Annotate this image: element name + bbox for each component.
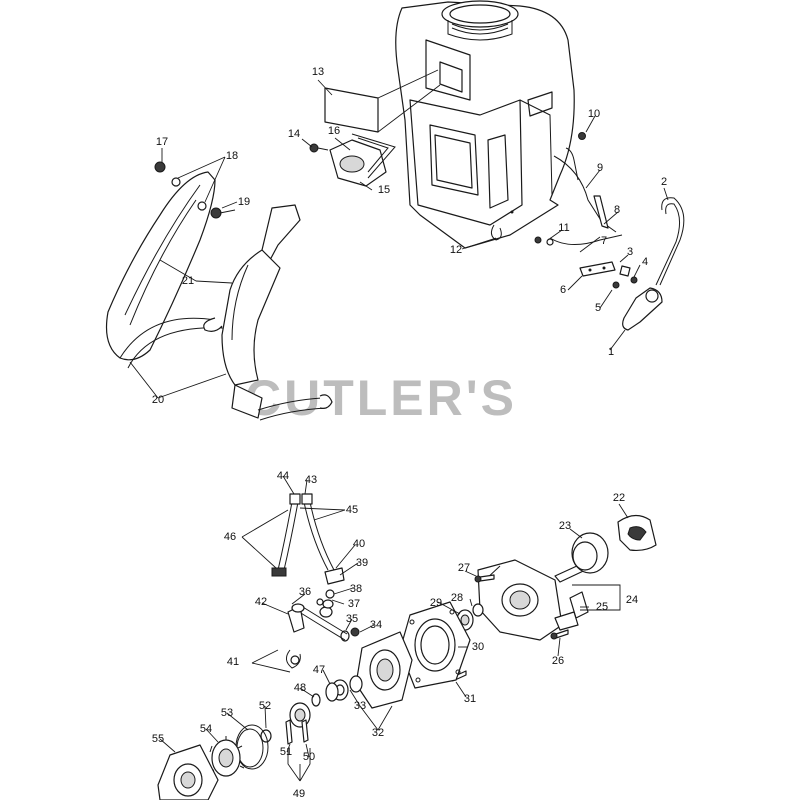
callout-40: 40	[353, 538, 365, 550]
callout-46: 46	[224, 531, 236, 543]
callout-9: 9	[597, 162, 603, 174]
gear-housing	[331, 631, 413, 709]
callout-7: 7	[601, 235, 607, 247]
callout-numbers: 1234567891011121314151617181920212223242…	[152, 66, 667, 800]
callout-2: 2	[661, 176, 667, 188]
callout-41: 41	[227, 656, 239, 668]
gasket-plate	[399, 601, 471, 689]
callout-42: 42	[255, 596, 267, 608]
callout-3: 3	[627, 246, 633, 258]
callout-30: 30	[472, 641, 484, 653]
callout-13: 13	[312, 66, 324, 78]
callout-33: 33	[354, 700, 366, 712]
callout-50: 50	[303, 751, 315, 763]
callout-8: 8	[614, 204, 620, 216]
bolts	[448, 574, 569, 682]
callout-28: 28	[451, 592, 463, 604]
callout-39: 39	[356, 557, 368, 569]
tank	[395, 0, 575, 249]
callout-36: 36	[299, 586, 311, 598]
watermark-text: CUTLER'S	[245, 370, 517, 426]
callout-16: 16	[328, 125, 340, 137]
hose-clip	[286, 649, 301, 669]
leader-lines	[129, 79, 669, 782]
callout-5: 5	[595, 302, 601, 314]
callout-53: 53	[221, 707, 233, 719]
callout-25: 25	[596, 601, 608, 613]
callout-10: 10	[588, 108, 600, 120]
callout-54: 54	[200, 723, 212, 735]
callout-48: 48	[294, 682, 306, 694]
label-plate	[324, 69, 441, 133]
callout-11: 11	[558, 222, 569, 234]
callout-32: 32	[372, 727, 384, 739]
callout-31: 31	[464, 693, 476, 705]
gear-and-ring	[209, 724, 272, 777]
callout-6: 6	[560, 284, 566, 296]
callout-45: 45	[346, 504, 358, 516]
callout-44: 44	[277, 470, 289, 482]
callout-27: 27	[458, 562, 470, 574]
callout-51: 51	[280, 746, 292, 758]
callout-38: 38	[350, 583, 362, 595]
callout-20: 20	[152, 394, 164, 406]
callout-49: 49	[293, 788, 305, 800]
callout-1: 1	[608, 346, 614, 358]
callout-37: 37	[348, 598, 360, 610]
crankcase	[477, 559, 589, 641]
callout-47: 47	[313, 664, 325, 676]
mount-plate	[309, 133, 396, 187]
seal-bearing	[456, 603, 484, 631]
fittings-36-42	[287, 589, 335, 633]
callout-55: 55	[152, 733, 164, 745]
callout-4: 4	[642, 256, 648, 268]
callout-14: 14	[288, 128, 300, 140]
callout-24: 24	[626, 594, 638, 606]
bearing-group	[285, 682, 339, 745]
end-cover	[157, 744, 219, 801]
callout-26: 26	[552, 655, 564, 667]
callout-35: 35	[346, 613, 358, 625]
callout-23: 23	[559, 520, 571, 532]
callout-29: 29	[430, 597, 442, 609]
callout-12: 12	[450, 244, 462, 256]
callout-43: 43	[305, 474, 317, 486]
callout-15: 15	[378, 184, 390, 196]
shoulder-straps	[105, 161, 333, 421]
callout-52: 52	[259, 700, 271, 712]
callout-17: 17	[156, 136, 168, 148]
callout-22: 22	[613, 492, 625, 504]
callout-21: 21	[182, 275, 194, 287]
clutch-shoes	[617, 514, 657, 552]
callout-18: 18	[226, 150, 238, 162]
callout-34: 34	[370, 619, 382, 631]
clutch-drum	[554, 532, 609, 583]
fuel-hoses	[271, 493, 348, 641]
callout-19: 19	[238, 196, 250, 208]
fittings-34-35	[319, 599, 360, 642]
